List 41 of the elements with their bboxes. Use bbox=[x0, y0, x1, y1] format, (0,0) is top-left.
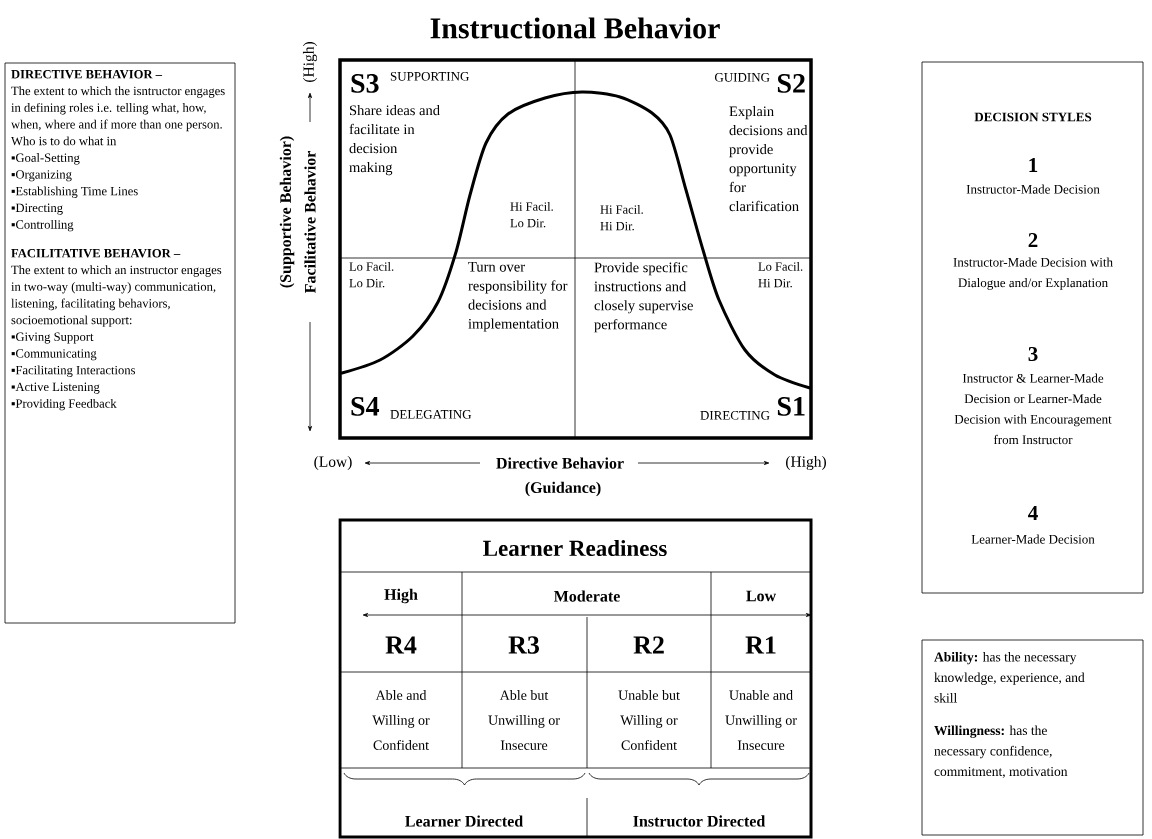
quadrant-note: Lo Facil. Hi Dir. bbox=[758, 262, 803, 288]
table-cell: R4 bbox=[385, 636, 417, 654]
text-panel: Ability: has the necessary knowledge, experience, and skill Willingness: has the necessary confidence, commitment, motivation bbox=[921, 639, 1144, 836]
quadrant-note: Hi Facil. Lo Dir. bbox=[510, 202, 553, 228]
quadrant-text: Turn over responsibility for decisions and implementation bbox=[468, 262, 568, 332]
table-cell: Unable and Unwilling or Insecure bbox=[725, 690, 797, 750]
table-cell: Able and Willing or Confident bbox=[372, 690, 430, 750]
quadrant-name: DELEGATING bbox=[390, 410, 472, 419]
quadrant-note: Lo Facil. Lo Dir. bbox=[349, 262, 394, 288]
text-panel: DECISION STYLES 1 Instructor-Made Decision 2 Instructor-Made Decision with Dialogue and/or Explanation 3 Instructor & Learner-Made Decision or Learner-Made Decision with Encouragement from Instructor 4 Learner-Made Decision bbox=[921, 61, 1144, 594]
quadrant-name: SUPPORTING bbox=[390, 72, 469, 81]
table-cell: Instructor Directed bbox=[633, 815, 766, 827]
axis-label: (Low) bbox=[314, 456, 352, 471]
quadrant-code: S4 bbox=[351, 397, 380, 416]
quadrant-text: Share ideas and facilitate in decision making bbox=[349, 105, 440, 176]
axis-label: (Guidance) bbox=[525, 481, 601, 497]
axis-label: Directive Behavior bbox=[496, 457, 624, 469]
quadrant-code: S2 bbox=[777, 74, 805, 93]
quadrant-name: GUIDING bbox=[714, 73, 770, 82]
quadrant-text: Provide specific instructions and closely supervise performance bbox=[594, 262, 693, 333]
table-cell: R3 bbox=[508, 636, 539, 654]
quadrant-name: DIRECTING bbox=[700, 411, 770, 420]
quadrant-code: S3 bbox=[351, 74, 379, 93]
axis-label: Facilitative Behavior bbox=[304, 151, 316, 294]
quadrant-code: S1 bbox=[777, 397, 805, 416]
axis-label: (High) bbox=[786, 455, 826, 471]
title: Instructional Behavior bbox=[430, 17, 720, 39]
table-cell: Able but Unwilling or Insecure bbox=[488, 690, 560, 750]
table-cell: R2 bbox=[633, 636, 664, 654]
table-cell: Learner Directed bbox=[405, 815, 523, 827]
text-panel: DIRECTIVE BEHAVIOR – The extent to which the isntructor engages in defining roles i.e. telling what, how, when, where and if more than one person. Who is to do what in ▪Goal-Setting ▪Organizing ▪Establishing Time Lines ▪Directing ▪Controlling FACILITATIVE BEHAVIOR – The extent to which an instructor engages in two-way (multi-way) communication, listening, facilitating behaviors, socioemotional support: ▪Giving Support ▪Communicating ▪Facilitating Interactions ▪Active Listening ▪Providing Feedback bbox=[4, 62, 236, 624]
table-cell: Unable but Willing or Confident bbox=[618, 690, 680, 750]
table-cell: Moderate bbox=[553, 590, 620, 602]
axis-label: (High) bbox=[302, 42, 318, 82]
quadrant-note: Hi Facil. Hi Dir. bbox=[600, 205, 643, 231]
table-cell: R1 bbox=[745, 636, 776, 654]
axis-label: (Supportive Behavior) bbox=[279, 136, 295, 288]
quadrant-text: Explain decisions and provide opportunity for clarification bbox=[729, 106, 808, 212]
quadrant-grid bbox=[338, 58, 813, 440]
table-cell: High bbox=[384, 588, 418, 604]
table-cell: Low bbox=[746, 590, 777, 602]
